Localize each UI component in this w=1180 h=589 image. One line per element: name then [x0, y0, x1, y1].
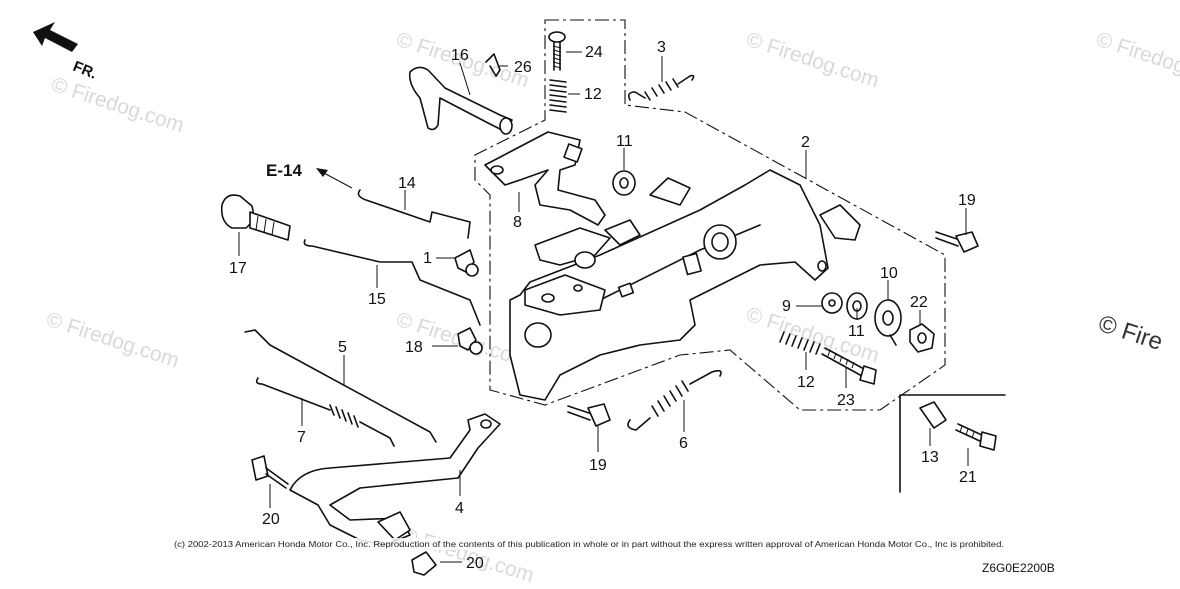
bolt-19a [935, 231, 979, 253]
control-base-2 [509, 169, 861, 401]
choke-rod-14 [357, 189, 471, 239]
bolt-23 [821, 347, 877, 385]
spring-3 [628, 74, 695, 101]
diagram-code: Z6G0E2200B [982, 561, 1055, 575]
pulley-10 [874, 299, 902, 346]
callout-5: 5 [338, 339, 347, 356]
callout-7: 7 [297, 429, 306, 446]
callout-11-side: 11 [848, 323, 865, 340]
callout-18: 18 [405, 339, 423, 356]
bolt-19b [567, 403, 611, 427]
rod-7 [255, 377, 395, 447]
callout-23: 23 [837, 392, 855, 409]
callout-20-nut: 20 [466, 555, 484, 572]
callouts: 16 26 24 12 3 11 2 8 14 1 17 15 5 18 7 1… [229, 39, 977, 572]
callout-26: 26 [514, 59, 532, 76]
watermark-text: © Firedog.com [48, 73, 186, 138]
callout-20-bolt: 20 [262, 511, 280, 528]
callout-13: 13 [921, 449, 939, 466]
callout-21: 21 [959, 469, 977, 486]
copyright-backdrop [172, 538, 1006, 550]
callout-10: 10 [880, 265, 898, 282]
callout-11-top: 11 [616, 133, 633, 150]
callout-15: 15 [368, 291, 386, 308]
washer-9 [821, 292, 843, 314]
watermark-edge-text: © Fire [1095, 310, 1166, 356]
callout-8: 8 [513, 214, 522, 231]
washer-11-side [846, 292, 868, 320]
collar-13 [919, 401, 947, 429]
inset-frame [899, 394, 1006, 493]
watermark-text: © Firedog.com [1093, 28, 1180, 93]
callout-9: 9 [782, 298, 791, 315]
spring-6 [627, 369, 722, 431]
watermark-text: © Firedog.com [43, 308, 181, 373]
callout-19-lower: 19 [589, 457, 607, 474]
callout-14: 14 [398, 175, 416, 192]
bolt-21 [955, 423, 997, 451]
callout-17: 17 [229, 260, 247, 277]
governor-arm-8 [484, 131, 606, 226]
copyright-text: (c) 2002-2013 American Honda Motor Co., … [174, 540, 1004, 549]
callout-1: 1 [423, 250, 432, 267]
washer-11-top [612, 170, 636, 196]
callout-4: 4 [455, 500, 464, 517]
callout-2: 2 [801, 134, 810, 151]
callout-19-right: 19 [958, 192, 976, 209]
nut-20b [411, 551, 437, 576]
throttle-rod-15 [303, 239, 481, 326]
callout-12-side: 12 [797, 374, 815, 391]
front-arrow-icon: FR. [33, 22, 99, 83]
spring-12-top [549, 79, 567, 113]
knob-17 [220, 194, 291, 241]
callout-3: 3 [657, 39, 666, 56]
screw-24 [548, 31, 566, 71]
reference-label: E-14 [266, 161, 302, 180]
clip-18 [457, 327, 483, 355]
callout-24: 24 [585, 44, 603, 61]
callout-22: 22 [910, 294, 928, 311]
callout-6: 6 [679, 435, 688, 452]
watermark-text: © Firedog.com [743, 28, 881, 93]
governor-rod-5 [244, 329, 437, 443]
lever-4 [289, 413, 501, 546]
bolt-20a [251, 455, 289, 489]
callout-12-top: 12 [584, 86, 602, 103]
reference-e14: E-14 [266, 161, 353, 189]
clip-1 [454, 249, 479, 277]
choke-lever [408, 66, 513, 135]
callout-16: 16 [451, 47, 469, 64]
spring-12-side [779, 331, 821, 355]
leader-lines [238, 51, 969, 563]
nut-22 [909, 323, 935, 353]
assembly-boundary [474, 19, 946, 411]
clip-26 [485, 53, 501, 77]
